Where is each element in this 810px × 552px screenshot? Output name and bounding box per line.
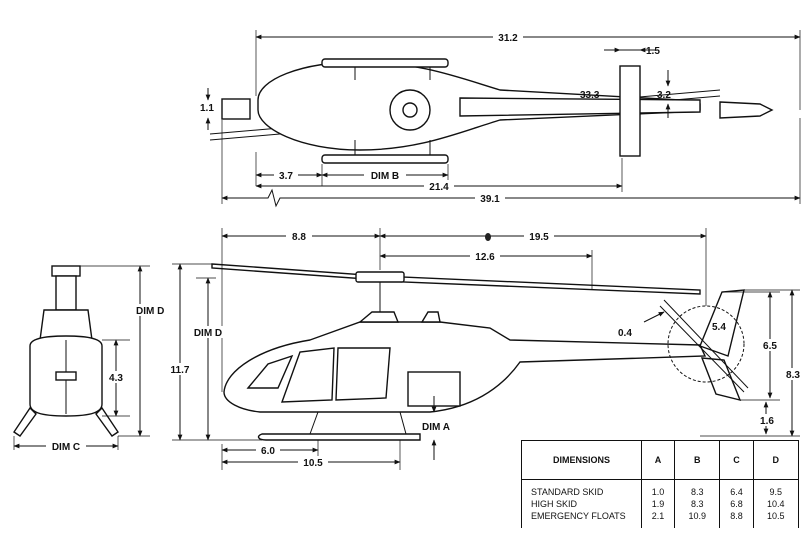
cell-b: 8.3 (674, 479, 721, 498)
top-nose (221, 98, 251, 120)
table-header: C (719, 440, 754, 480)
top-skid-right (321, 154, 449, 164)
front-mast (55, 275, 77, 311)
dim-tail-rotor-dia: 5.4 (712, 322, 726, 333)
cell-d: 10.5 (752, 510, 800, 528)
cell-c: 6.4 (719, 479, 754, 498)
table-row: EMERGENCY FLOATS 2.1 10.9 8.8 10.5 (521, 510, 800, 528)
dimensions-table: DIMENSIONS A B C D STANDARD SKID 1.0 8.3… (521, 440, 800, 528)
table-header: DIMENSIONS (521, 440, 642, 480)
dim-rotor-radius-fwd: 12.6 (475, 252, 495, 263)
table-header-row: DIMENSIONS A B C D (521, 440, 800, 480)
dim-main-rotor-diameter: 33.3 (580, 90, 600, 101)
dim-overall-height: 11.7 (171, 365, 190, 376)
dim-skid-fwd: 6.0 (261, 446, 275, 457)
front-skid-left (13, 406, 37, 437)
dim-c-label: DIM C (52, 442, 80, 453)
cell-d: 10.4 (752, 498, 800, 510)
table-row: STANDARD SKID 1.0 8.3 6.4 9.5 (521, 479, 800, 498)
top-tail-rotor (619, 65, 641, 157)
dim-tail-rotor-blade: 0.4 (618, 328, 632, 339)
cell-a: 1.9 (640, 498, 676, 510)
table-header: A (640, 440, 676, 480)
dim-fin-height: 6.5 (763, 341, 777, 352)
side-main-rotor-aft (379, 275, 701, 295)
table-header: B (674, 440, 721, 480)
dim-overall-length: 39.1 (480, 194, 500, 205)
side-window-front (280, 347, 335, 403)
row-label: HIGH SKID (521, 498, 642, 510)
side-skid (257, 433, 421, 441)
dim-skid-to-tail: 21.4 (429, 182, 449, 193)
row-label: STANDARD SKID (521, 479, 642, 498)
table-header: D (752, 440, 800, 480)
dim-a-label: DIM A (422, 422, 450, 433)
dim-tail-rotor-span: 3.2 (657, 90, 671, 101)
row-label: EMERGENCY FLOATS (521, 510, 642, 528)
table-row: HIGH SKID 1.9 8.3 6.8 10.4 (521, 498, 800, 510)
dim-tail-skid: 1.6 (760, 416, 774, 427)
top-view: 31.2 1.5 33.3 3.2 1.1 3.7 DIM B 21.4 (200, 30, 801, 208)
side-main-rotor-fwd (211, 263, 381, 281)
dim-nose-width: 1.1 (200, 103, 214, 114)
cell-c: 6.8 (719, 498, 754, 510)
front-view: DIM D 4.3 DIM C (13, 265, 164, 453)
side-tail-rotor-disk (667, 305, 745, 383)
dim-d-side-label: DIM D (194, 328, 222, 339)
front-skid-right (95, 406, 119, 437)
cell-b: 10.9 (674, 510, 721, 528)
dim-mast-to-tail: 19.5 (529, 232, 549, 243)
dim-skid-aft: 3.7 (279, 171, 293, 182)
cell-a: 2.1 (640, 510, 676, 528)
cell-c: 8.8 (719, 510, 754, 528)
dim-mast-station: 8.8 (292, 232, 306, 243)
dim-d-front-label: DIM D (136, 306, 164, 317)
dim-cabin-height: 4.3 (109, 373, 123, 384)
dim-tail-rotor-offset: 1.5 (646, 46, 660, 57)
cell-b: 8.3 (674, 498, 721, 510)
top-tail-fin (719, 101, 774, 119)
front-rotor-head (51, 265, 81, 277)
dim-skid-length: 10.5 (303, 458, 323, 469)
dim-tail-height: 8.3 (786, 370, 800, 381)
dim-overall-fuselage: 31.2 (498, 33, 518, 44)
side-windscreen (246, 354, 294, 389)
cell-a: 1.0 (640, 479, 676, 498)
top-skid-left (321, 58, 449, 68)
cell-d: 9.5 (752, 479, 800, 498)
dim-b-label: DIM B (371, 171, 399, 182)
side-view: 8.8 19.5 12.6 0.4 5.4 6.5 8.3 1.6 (166, 228, 805, 470)
side-window-door (335, 347, 391, 401)
